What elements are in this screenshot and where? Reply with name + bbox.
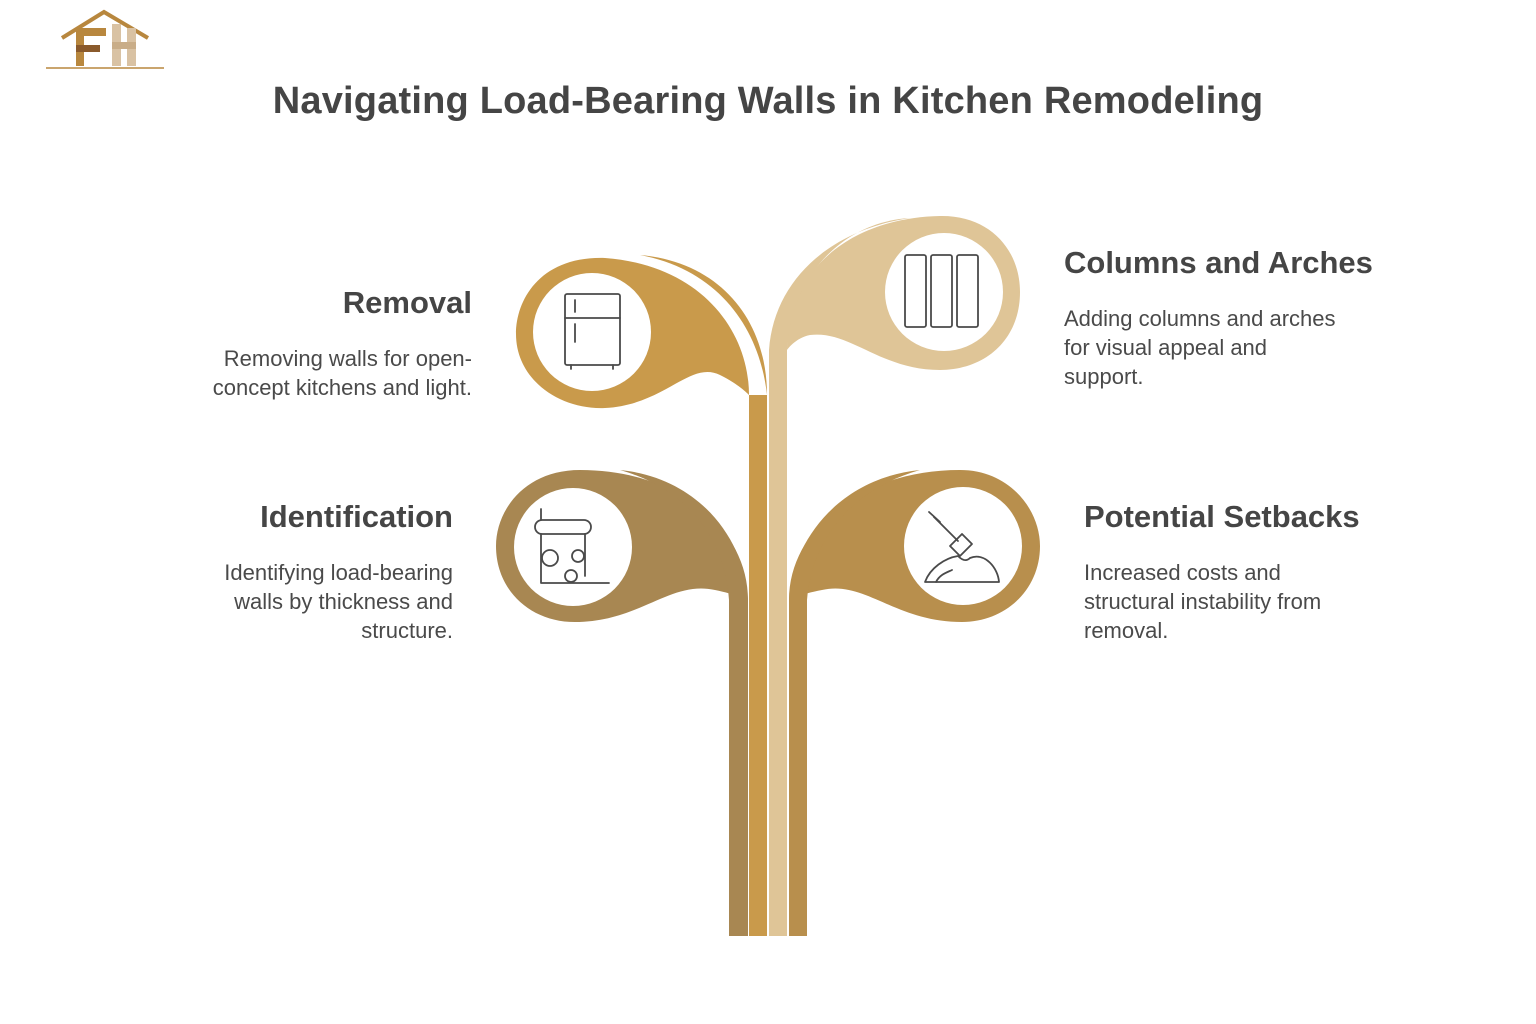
page-title: Navigating Load-Bearing Walls in Kitchen…: [272, 80, 1264, 122]
stem-removal: [749, 395, 767, 936]
leaf-setbacks: [789, 470, 1040, 622]
leaf-identification: [496, 470, 748, 622]
leaf-removal: [516, 255, 767, 409]
stem-setbacks: [789, 600, 807, 936]
columns-icon: [904, 254, 979, 328]
identification-section: Identification Identifying load-bearing …: [133, 498, 453, 645]
identification-description: Identifying load-bearing walls by thickn…: [224, 560, 453, 643]
shovel-dirt-icon: [924, 511, 1000, 583]
columns-description: Adding columns and arches for visual app…: [1064, 306, 1336, 389]
leaf-columns: [769, 215, 1020, 370]
setbacks-description: Increased costs and structural instabili…: [1084, 560, 1322, 643]
columns-section: Columns and Arches Adding columns and ar…: [1064, 244, 1404, 391]
setbacks-heading: Potential Setbacks: [1084, 499, 1360, 534]
removal-description: Removing walls for open- concept kitchen…: [212, 346, 472, 400]
removal-heading: Removal: [342, 285, 472, 320]
blueprint-scroll-icon: [534, 508, 610, 584]
columns-heading: Columns and Arches: [1064, 245, 1373, 280]
refrigerator-icon: [564, 293, 621, 370]
company-logo: [46, 9, 164, 69]
identification-heading: Identification: [260, 499, 453, 534]
stem-columns: [769, 350, 787, 936]
removal-section: Removal Removing walls for open- concept…: [152, 284, 472, 402]
stem-identification: [729, 600, 748, 936]
setbacks-section: Potential Setbacks Increased costs and s…: [1084, 498, 1424, 645]
